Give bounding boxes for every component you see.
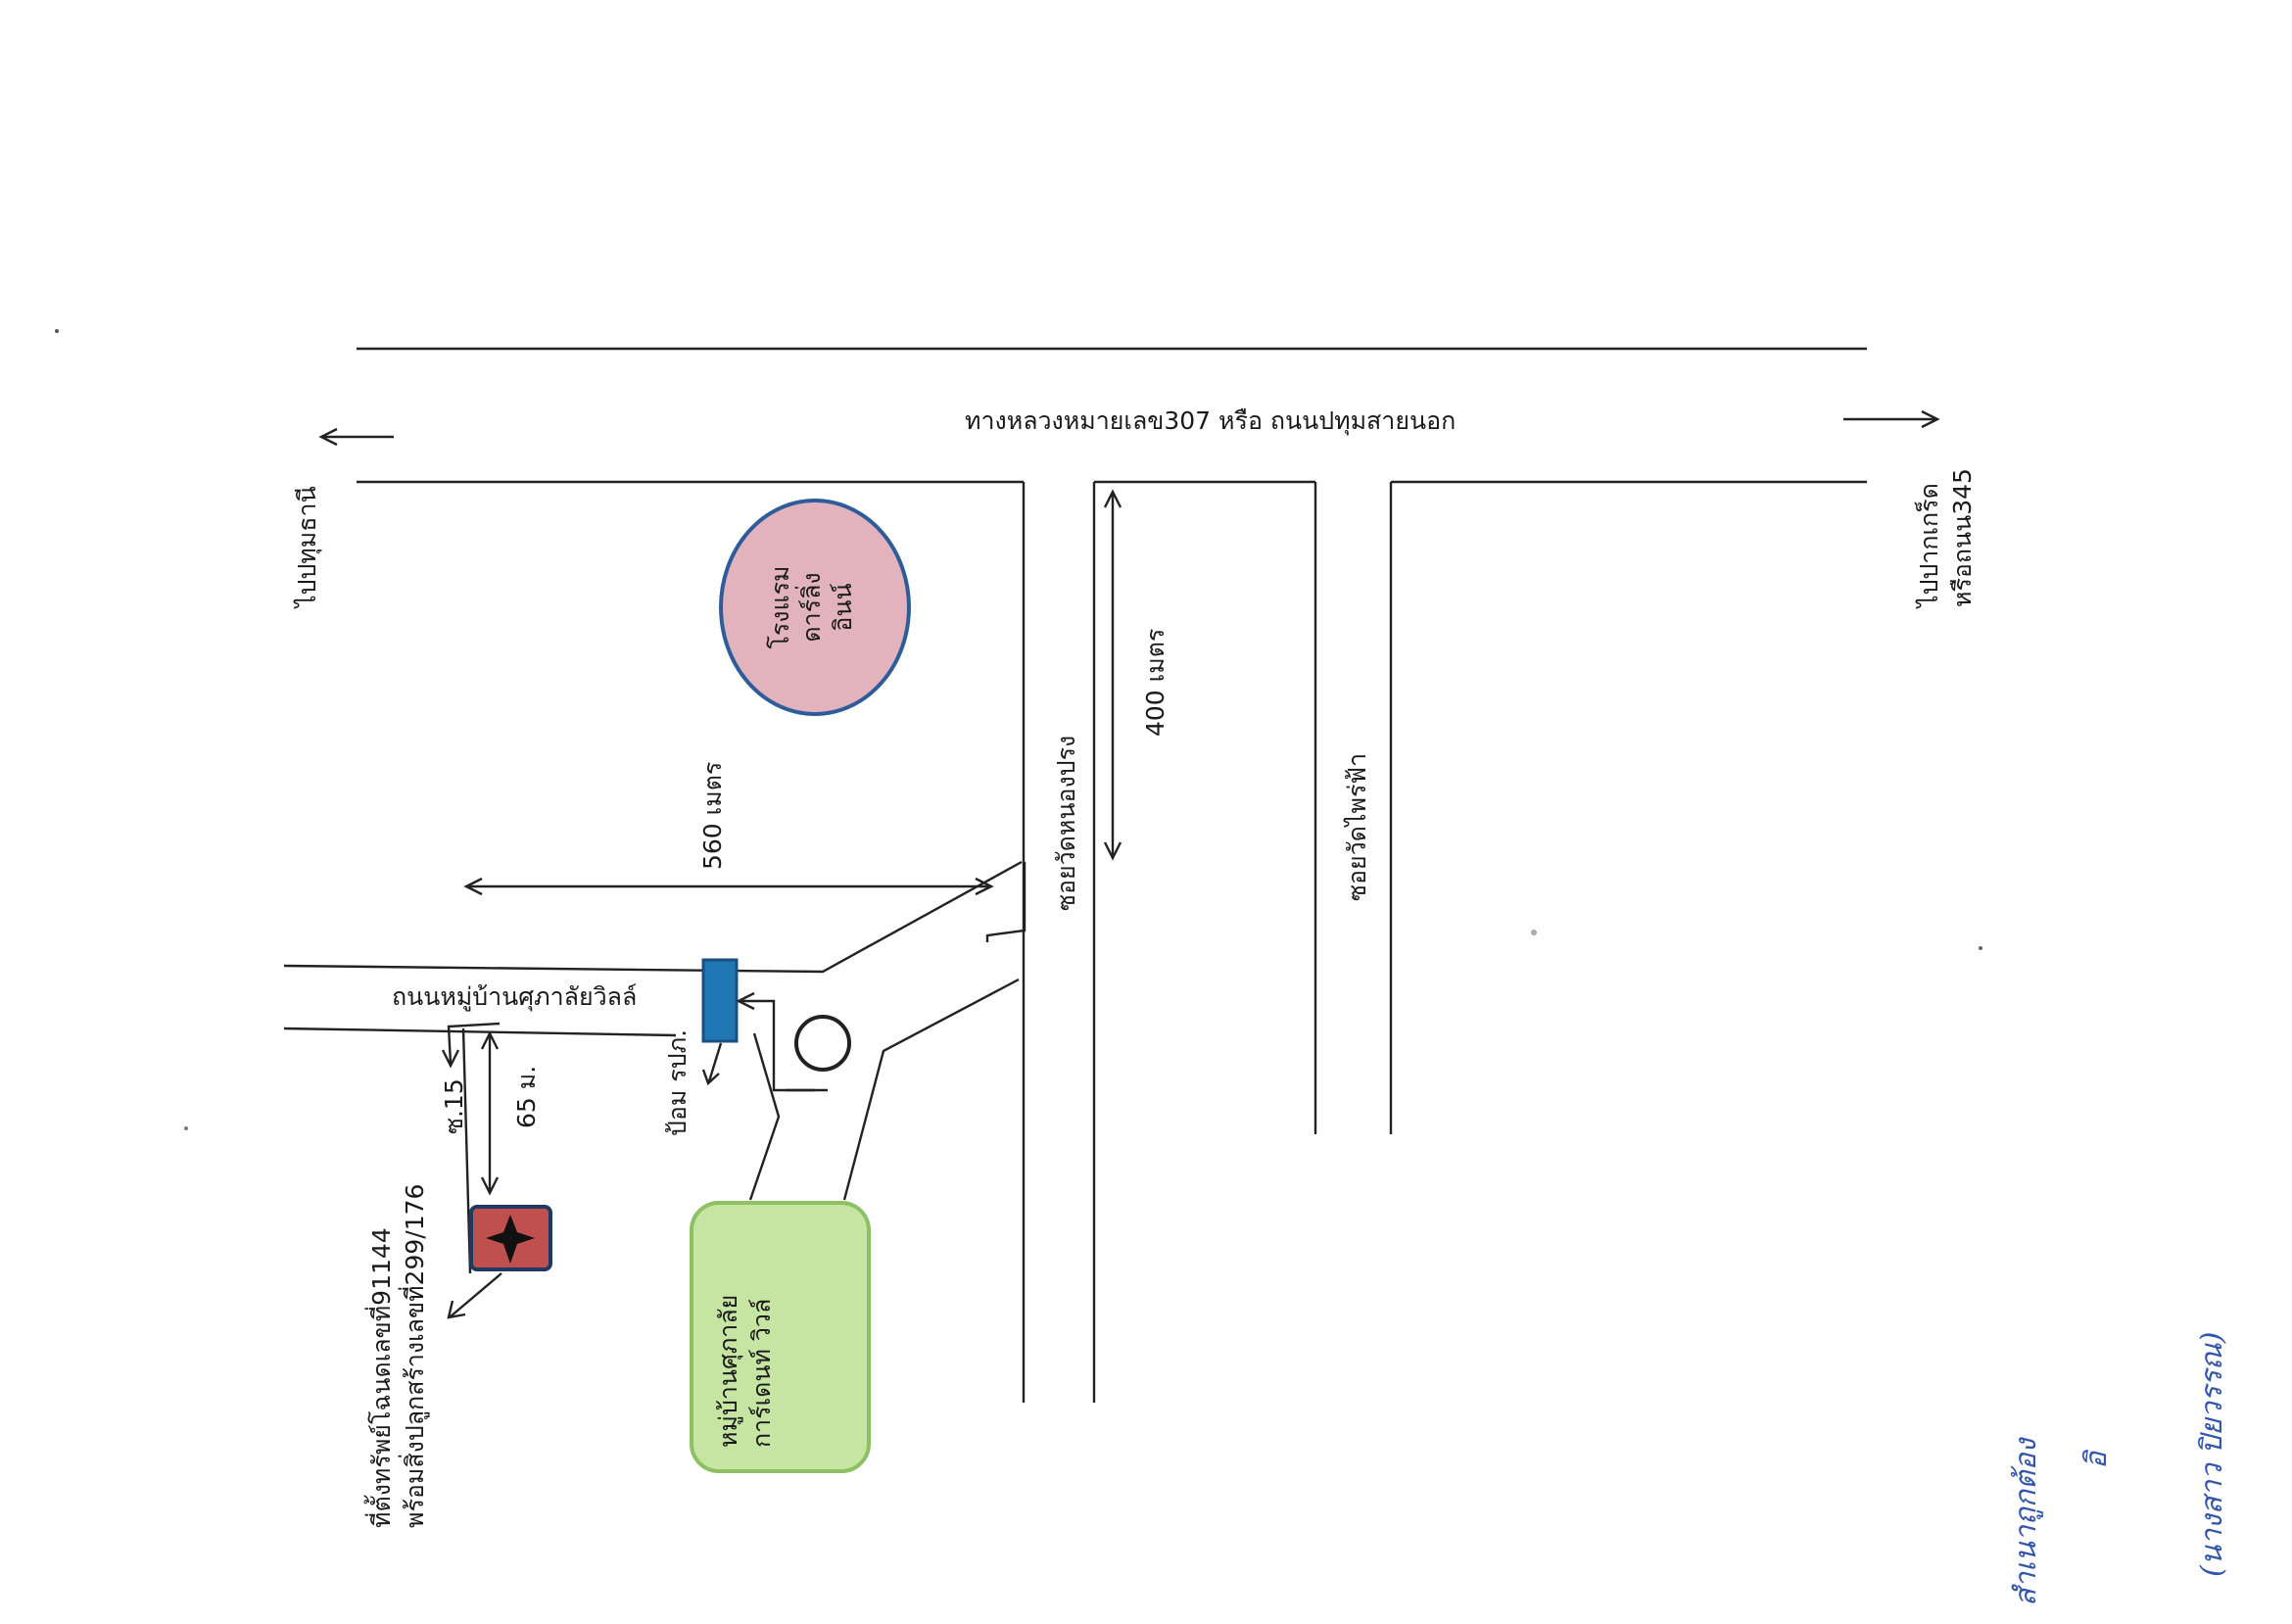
dimension-65m-label: 65 ม. [512,1066,541,1128]
scan-speck [1531,930,1537,935]
village-road-lower-edge [283,1027,677,1037]
scan-speck [55,329,59,333]
soi-15-road-edge [461,1027,472,1274]
property-marker [469,1205,552,1271]
hotel-label-line2: ดาร์ลิ่ง [794,572,826,642]
dimension-560m-label: 560 เมตร [698,762,727,870]
arrow-to-pak-kret [1843,409,1940,429]
soi-nong-prong-label: ซอยวัดหนองปรง [1052,736,1080,911]
village-entrance-edge [748,1032,781,1201]
property-label-line1: ที่ตั้งทรัพย์โฉนดเลขที่91144 [363,1227,396,1528]
village-exit-edge [842,978,1020,1201]
dimension-400m-label: 400 เมตร [1141,629,1170,737]
handwritten-certified-copy: สำเนาถูกต้อง [2009,1436,2043,1606]
dimension-400m-arrow [1103,489,1122,861]
to-pak-kret-label-line2: หรือถนน345 [1948,468,1977,607]
village-road-upper-edge [283,860,1023,974]
hotel-label-line1: โรงแรม [766,565,794,648]
village-box [690,1201,871,1473]
scan-speck [1979,946,1982,950]
police-box [701,958,739,1043]
roundabout [794,1015,851,1072]
property-pointer [447,1272,502,1319]
hotel-darling-inn-circle [719,499,911,716]
police-box-label: ป้อม รปภ. [663,1029,692,1136]
handwritten-signature-mark: อิ [2079,1449,2114,1469]
scan-speck [184,1126,188,1130]
property-label-line2: พร้อมสิ่งปลูกสร้างเลขที่299/176 [398,1184,430,1528]
soi-phrai-fa-label: ซอยวัดไพร่ฟ้า [1343,753,1371,901]
village-road-label: ถนนหมู่บ้านศุภาลัยวิลล์ [392,982,637,1012]
to-pathum-thani-label: ไปปทุมธานี [293,486,322,609]
soi-15-label: ซ.15 [440,1078,468,1134]
handwritten-name: (นางสาว ปิยวรรณ) [2195,1332,2229,1577]
village-label-line2: การ์เดนท์ วิวล์ [747,1299,776,1448]
dimension-560m-arrow [463,877,994,896]
arrow-to-pathum-thani [318,427,394,447]
soi-15-pointer [441,1022,501,1069]
to-pak-kret-label-line1: ไปปากเกร็ด [1914,483,1943,609]
soi-nong-prong-pointer [985,862,1027,942]
village-label-line1: หมู่บ้านศุภาลัย [714,1295,743,1448]
police-box-pointers [701,991,815,1092]
hotel-label-line3: อินน์ [829,583,857,631]
highway-label: ทางหลวงหมายเลข307 หรือ ถนนปทุมสายนอก [965,406,1456,436]
dimension-65m-arrow [480,1030,500,1196]
